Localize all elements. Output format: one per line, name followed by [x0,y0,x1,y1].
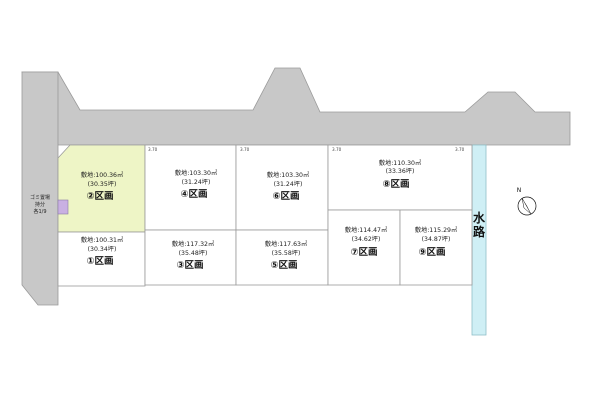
lot-4-tsubo: (31.24坪) [182,178,211,186]
lot-6-area: 敷地:103.30㎡ [267,171,310,179]
lot-1-name: ①区画 [86,256,113,267]
waterway [471,144,487,336]
road-top [21,67,571,146]
lot-8-name: ⑧区画 [382,179,409,190]
lot-5[interactable] [235,229,329,286]
lot-4-area: 敷地:103.30㎡ [175,169,218,177]
trash-area [57,199,69,215]
lot-1[interactable] [57,231,146,287]
lot-6[interactable] [235,144,329,231]
lot-6-tsubo: (31.24坪) [274,180,303,188]
lot-5-name: ⑤区画 [270,260,297,271]
lot-7-area: 敷地:114.47㎡ [345,226,388,234]
lot-8[interactable] [327,144,473,211]
lot-2-name: ②区画 [86,191,113,202]
lot-2-area: 敷地:100.36㎡ [81,171,124,179]
lot-6-name: ⑥区画 [272,191,299,202]
lot-1-tsubo: (30.34坪) [88,245,117,253]
lot-3[interactable] [144,229,237,286]
road-left [21,71,59,306]
lot-8-tsubo: (33.36坪) [386,167,415,175]
lot-2-tsubo: (30.35坪) [88,180,117,188]
waterway-label-1: 水 [473,210,486,225]
waterway-label-2: 路 [473,224,486,239]
trash-label-2: 持分 [35,201,45,208]
road-width-label: 3.70 [148,147,158,152]
lot-4-name: ④区画 [180,189,207,200]
lot-9-tsubo: (34.87坪) [422,235,451,243]
lot-3-area: 敷地:117.32㎡ [172,240,215,248]
lot-9[interactable] [399,209,473,286]
lot-1-area: 敷地:100.31㎡ [81,236,124,244]
lot-7-tsubo: (34.62坪) [352,235,381,243]
lot-7[interactable] [327,209,401,286]
north-label: N [517,187,522,194]
lot-4[interactable] [144,144,237,231]
road-width-label: 3.70 [332,147,342,152]
lot-8-area: 敷地:110.30㎡ [379,159,422,167]
lot-2[interactable] [57,144,146,233]
lot-5-area: 敷地:117.63㎡ [265,240,308,248]
north-arrow-icon [517,196,537,216]
lot-3-name: ③区画 [176,260,203,271]
lot-9-area: 敷地:115.29㎡ [415,226,458,234]
lot-9-name: ⑨区画 [418,247,445,258]
lot-3-tsubo: (35.48坪) [179,249,208,257]
road-width-label: 3.70 [240,147,250,152]
trash-label-1: ゴミ置場 [30,194,50,201]
lot-5-tsubo: (35.58坪) [272,249,301,257]
road-width-label: 3.70 [455,147,465,152]
trash-label-3: 各1/9 [33,208,46,215]
lot-7-name: ⑦区画 [350,247,377,258]
